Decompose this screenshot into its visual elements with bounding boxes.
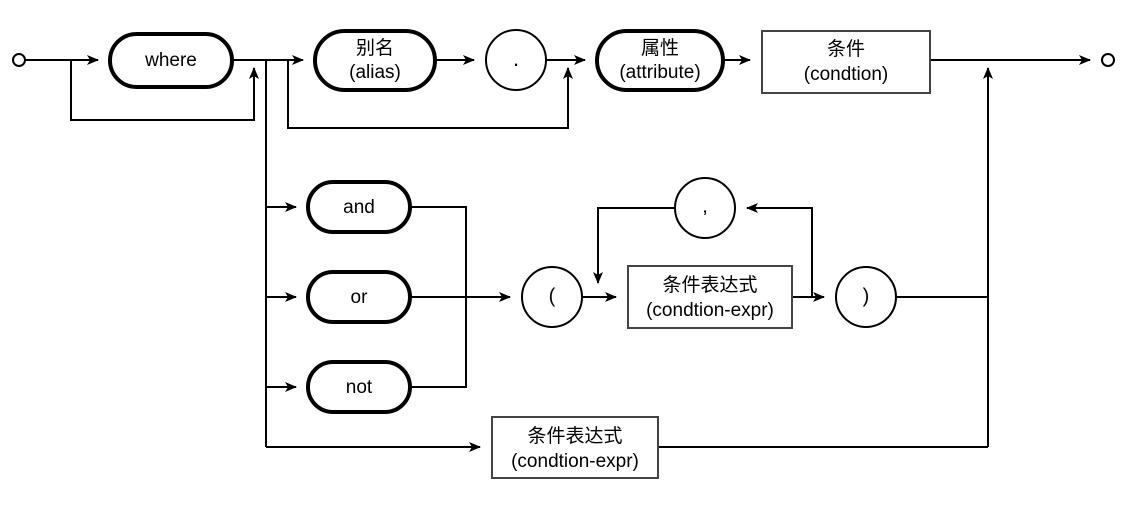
node-rparen[interactable]: ) bbox=[835, 266, 897, 328]
node-alias[interactable]: 别名 (alias) bbox=[313, 29, 437, 92]
node-rparen-label: ) bbox=[863, 285, 870, 307]
node-lparen-label: ( bbox=[549, 285, 556, 307]
node-comma[interactable]: , bbox=[674, 177, 736, 239]
node-and-label: and bbox=[343, 197, 375, 218]
node-condition[interactable]: 条件 (condtion) bbox=[761, 30, 931, 94]
node-lparen[interactable]: ( bbox=[521, 266, 583, 328]
node-and[interactable]: and bbox=[306, 180, 412, 234]
node-where[interactable]: where bbox=[108, 32, 234, 89]
node-or[interactable]: or bbox=[306, 270, 412, 324]
node-condexpr-bottom-label-en: (condtion-expr) bbox=[511, 451, 639, 472]
node-attribute[interactable]: 属性 (attribute) bbox=[595, 29, 725, 92]
node-dot-label: . bbox=[513, 46, 519, 71]
node-condexpr-middle-label-en: (condtion-expr) bbox=[646, 300, 774, 321]
end-terminal bbox=[1101, 53, 1115, 67]
node-or-label: or bbox=[351, 287, 369, 308]
start-terminal bbox=[12, 53, 26, 67]
node-condexpr-middle-label-cn: 条件表达式 bbox=[662, 274, 757, 296]
node-condexpr-bottom-label-cn: 条件表达式 bbox=[527, 425, 622, 447]
node-comma-label: , bbox=[702, 195, 708, 217]
node-attribute-label-cn: 属性 bbox=[641, 37, 679, 59]
node-alias-label-en: (alias) bbox=[349, 62, 401, 83]
rail-and-merge bbox=[410, 206, 467, 297]
node-condition-label-en: (condtion) bbox=[804, 64, 889, 85]
node-not[interactable]: not bbox=[306, 360, 412, 414]
rail-comma-loop-entry bbox=[746, 203, 813, 297]
rail-comma-loop-return bbox=[593, 207, 675, 284]
node-attribute-label-en: (attribute) bbox=[619, 62, 700, 83]
node-where-label: where bbox=[144, 50, 197, 71]
node-condition-label-cn: 条件 bbox=[827, 38, 865, 60]
rail-alias-bypass bbox=[287, 61, 573, 129]
node-alias-label-cn: 别名 bbox=[356, 37, 394, 59]
node-condexpr-bottom[interactable]: 条件表达式 (condtion-expr) bbox=[491, 416, 659, 479]
rail-where-bypass bbox=[70, 61, 259, 121]
node-dot[interactable]: . bbox=[485, 29, 547, 91]
node-condexpr-middle[interactable]: 条件表达式 (condtion-expr) bbox=[627, 265, 793, 329]
node-not-label: not bbox=[346, 377, 373, 398]
rail-not-merge bbox=[410, 297, 467, 388]
